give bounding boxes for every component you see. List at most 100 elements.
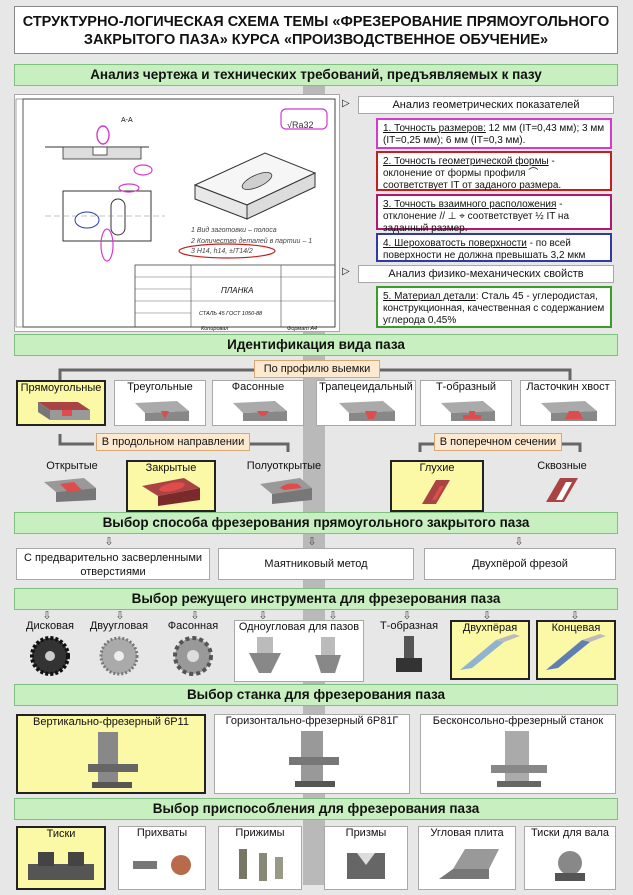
profile-triangular: Треугольные — [114, 380, 206, 426]
profile-trapezoidal: Трапецеидальный — [316, 380, 416, 426]
profile-shaped: Фасонные — [212, 380, 304, 426]
arrow-method-2: ⇩ — [307, 536, 317, 548]
trapezoidal-slot-icon — [339, 401, 395, 421]
geometry-item-1-text: 12 мм (IT=0,43 мм); 3 мм (IT=0,25 мм); 6… — [383, 123, 605, 146]
profile-t-shaped-label: Т-образный — [435, 381, 497, 393]
geometry-item-3-text: - отклонение // ⊥ ⌖ соответствует ½ IT н… — [383, 199, 570, 234]
tool-disc: Дисковая — [18, 620, 82, 680]
transverse-tag: В поперечном сечении — [434, 433, 562, 451]
arrow-physical: ▷ — [342, 266, 350, 277]
direction-connector — [58, 434, 582, 452]
section-view-label: А-А — [121, 117, 133, 124]
geometry-item-2: 2. Точность геометрической формы - оклон… — [376, 151, 612, 191]
physical-title: 5. Материал детали — [383, 291, 476, 302]
machine-bedtype: Бесконсольно-фрезерный станок — [420, 714, 616, 794]
machine-horizontal: Горизонтально-фрезерный 6Р81Г — [214, 714, 410, 794]
fixture-angle-plate: Угловая плита — [418, 826, 516, 890]
section-tool: Выбор режущего инструмента для фрезерова… — [14, 588, 618, 610]
vise-icon — [28, 852, 94, 880]
slot-closed: Закрытые — [126, 460, 216, 512]
through-slot-icon — [546, 478, 578, 502]
profile-connector — [58, 368, 572, 380]
fixture-prisms: Призмы — [324, 826, 408, 890]
profile-triangular-label: Треугольные — [127, 381, 193, 393]
profile-rectangular: Прямоугольные — [16, 380, 106, 426]
shaft-vise-icon — [555, 851, 585, 881]
tool-end-mill-label: Концевая — [551, 622, 601, 634]
arrow-tool-6: ⇩ — [482, 610, 492, 622]
geometry-item-4: 4. Шероховатость поверхности - по всей п… — [376, 233, 612, 262]
blind-slot-icon — [422, 480, 450, 504]
t-slot-icon — [441, 401, 495, 421]
fixture-clamps-label: Прихваты — [136, 827, 188, 839]
geometry-item-4-text: - по всей поверхности не должна превышат… — [383, 238, 586, 261]
tool-double-angle: Двуугловая — [86, 620, 152, 680]
machine-horizontal-label: Горизонтально-фрезерный 6Р81Г — [225, 715, 399, 727]
profile-dovetail-label: Ласточкин хвост — [526, 381, 610, 393]
arrow-method-1: ⇩ — [104, 536, 114, 548]
double-angle-cutter-icon — [99, 636, 139, 676]
drawing-note-3: 3 Н14, h14, ±IT14/2 — [191, 248, 253, 255]
fixture-angle-plate-label: Угловая плита — [430, 827, 504, 839]
clamps-icon — [133, 855, 191, 875]
profile-dovetail: Ласточкин хвост — [520, 380, 616, 426]
geometry-item-2-text: - оклонение от формы профиля ⌒ соответст… — [383, 156, 562, 191]
triangular-slot-icon — [135, 401, 189, 421]
slot-blind: Глухие — [390, 460, 484, 512]
bed-type-mill-icon — [491, 731, 547, 787]
roughness-symbol: √Ra32 — [287, 120, 314, 130]
t-slot-cutter-icon — [396, 636, 422, 672]
copied-label: Копировал — [201, 326, 229, 332]
two-flute-endmill-icon — [460, 634, 520, 670]
longitudinal-tag: В продольном направлении — [96, 433, 250, 451]
slot-open-label: Открытые — [46, 460, 98, 472]
profile-rectangular-label: Прямоугольные — [20, 382, 102, 394]
fixture-vise-label: Тиски — [46, 828, 76, 840]
arrow-tool-4a: ⇩ — [258, 610, 268, 622]
shaped-slot-icon — [233, 401, 287, 421]
prisms-icon — [347, 853, 385, 879]
tool-single-angle-label: Одноугловая для пазов — [238, 621, 360, 633]
closed-slot-icon — [142, 478, 200, 506]
rectangular-slot-icon — [38, 402, 90, 420]
arrow-tool-3: ⇩ — [190, 610, 200, 622]
tool-disc-label: Дисковая — [26, 620, 74, 632]
slot-open: Открытые — [30, 460, 114, 510]
fixture-hold-downs-label: Прижимы — [235, 827, 285, 839]
vertical-mill-icon — [88, 732, 138, 788]
part-name: ПЛАНКА — [221, 286, 254, 295]
section-machine: Выбор станка для фрезерования паза — [14, 684, 618, 706]
by-profile-tag: По профилю выемки — [254, 360, 380, 378]
tool-t-slot-label: Т-образная — [379, 620, 439, 632]
tool-end-mill: Концевая — [536, 620, 616, 680]
fixture-shaft-vise-label: Тиски для вала — [530, 827, 610, 839]
tool-two-flute-label: Двухпёрая — [462, 622, 518, 634]
profile-trapezoidal-label: Трапецеидальный — [319, 381, 413, 393]
physical-text: : Сталь 45 - углеродистая, конструкционн… — [383, 291, 605, 326]
geometry-item-4-title: 4. Шероховатость поверхности — [383, 238, 527, 249]
slot-through: Сквозные — [520, 460, 604, 510]
fixture-vise: Тиски — [16, 826, 106, 890]
dovetail-slot-icon — [541, 401, 597, 421]
sheet-format: Формат А4 — [287, 326, 318, 332]
method-two-flute: Двухпёрой фрезой — [424, 548, 616, 580]
drawing-sketch — [15, 98, 336, 328]
slot-through-label: Сквозные — [537, 460, 587, 472]
arrow-tool-5: ⇩ — [402, 610, 412, 622]
arrow-tool-4b: ⇩ — [328, 610, 338, 622]
tool-t-slot: Т-образная — [374, 620, 444, 680]
tool-shaped-label: Фасонная — [167, 620, 219, 632]
geometry-item-2-title: 2. Точность геометрической формы — [383, 156, 549, 167]
fixture-hold-downs: Прижимы — [218, 826, 302, 890]
horizontal-mill-icon — [289, 731, 339, 787]
fixture-clamps: Прихваты — [118, 826, 206, 890]
section-method: Выбор способа фрезерования прямоугольног… — [14, 512, 618, 534]
physical-header: Анализ физико-механических свойств — [358, 265, 614, 283]
page-title: СТРУКТУРНО-ЛОГИЧЕСКАЯ СХЕМА ТЕМЫ «ФРЕЗЕР… — [14, 6, 618, 54]
angle-plate-icon — [439, 849, 499, 879]
geometry-item-1-title: 1. Точность размеров: — [383, 123, 486, 134]
geometry-item-1: 1. Точность размеров: 12 мм (IT=0,43 мм)… — [376, 118, 612, 149]
machine-bedtype-label: Бесконсольно-фрезерный станок — [432, 715, 604, 727]
machine-vertical: Вертикально-фрезерный 6Р11 — [16, 714, 206, 794]
drawing-note-2: 2 Количество деталей в партии – 1 — [191, 238, 313, 245]
